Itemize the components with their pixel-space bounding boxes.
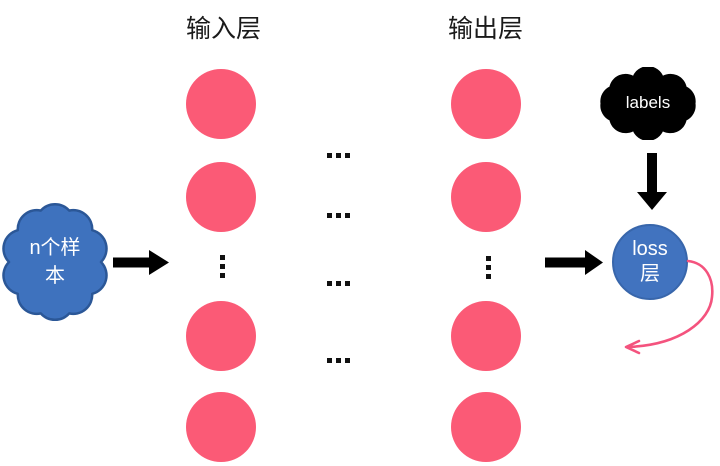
output-neuron bbox=[451, 301, 521, 371]
output-neuron bbox=[451, 392, 521, 462]
samples-cloud-label: n个样本 bbox=[29, 237, 81, 287]
input-neuron bbox=[186, 392, 256, 462]
labels-to-loss-arrow-icon bbox=[637, 153, 667, 210]
output-layer-title: 输出层 bbox=[448, 15, 524, 43]
output-neuron bbox=[451, 162, 521, 232]
loss-node-label-line2: 层 bbox=[640, 263, 660, 285]
loss-node: loss 层 bbox=[612, 224, 688, 300]
labels-cloud-icon bbox=[600, 67, 696, 140]
feedback-arrow-icon bbox=[624, 259, 714, 355]
hidden-layers-ellipsis-icon bbox=[327, 281, 350, 286]
output-neuron bbox=[451, 69, 521, 139]
input-neuron bbox=[186, 69, 256, 139]
samples-to-input-arrow-icon bbox=[113, 250, 169, 275]
input-neuron bbox=[186, 301, 256, 371]
output-column-vertical-ellipsis-icon bbox=[486, 256, 491, 279]
input-column-vertical-ellipsis-icon bbox=[220, 255, 225, 278]
input-neuron bbox=[186, 162, 256, 232]
hidden-layers-ellipsis-icon bbox=[327, 153, 350, 158]
labels-cloud-label: labels bbox=[625, 93, 671, 112]
hidden-layers-ellipsis-icon bbox=[327, 213, 350, 218]
output-to-loss-arrow-icon bbox=[545, 250, 603, 275]
input-layer-title: 输入层 bbox=[186, 15, 262, 43]
loss-node-label-line1: loss bbox=[632, 238, 668, 260]
hidden-layers-ellipsis-icon bbox=[327, 358, 350, 363]
samples-cloud-icon bbox=[2, 203, 108, 321]
